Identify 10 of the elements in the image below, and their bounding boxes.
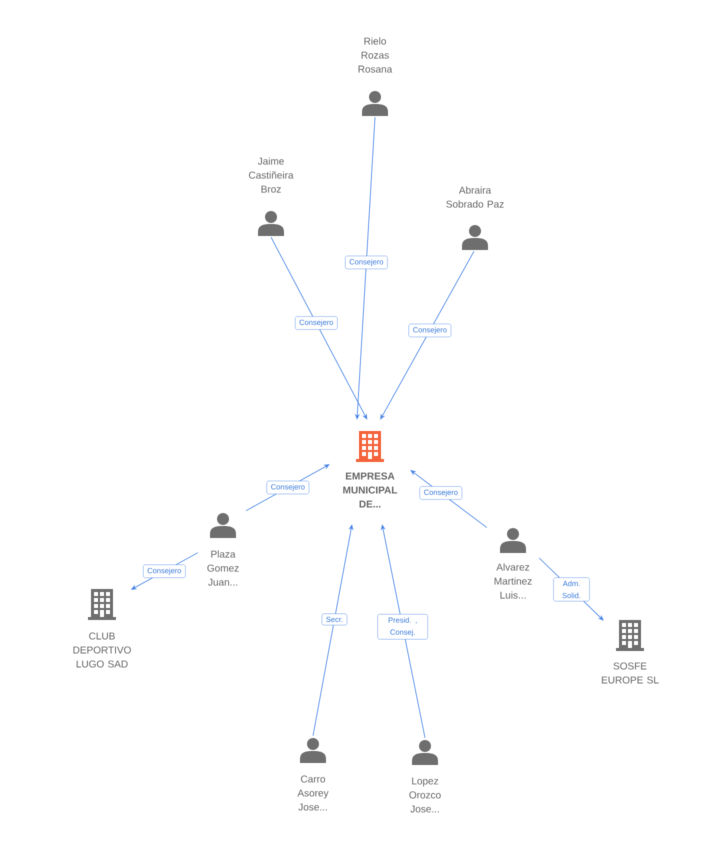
name-label: Carro Asorey Jose...	[297, 775, 329, 811]
name-label: Plaza Gomez Juan...	[207, 550, 239, 586]
name-label: Rielo Rozas Rosana	[358, 37, 392, 73]
name-label: EMPRESA MUNICIPAL DE...	[343, 472, 398, 508]
name-label: Jaime Castiñeira Broz	[249, 157, 294, 193]
name-label: Abraira Sobrado Paz	[446, 186, 504, 208]
name-label: SOSFE EUROPE SL	[602, 662, 659, 684]
name-label: Alvarez Martinez Luis...	[494, 563, 532, 599]
name-label: Lopez Orozco Jose...	[409, 778, 441, 812]
name-label: CLUB DEPORTIVO LUGO SAD	[73, 632, 131, 668]
